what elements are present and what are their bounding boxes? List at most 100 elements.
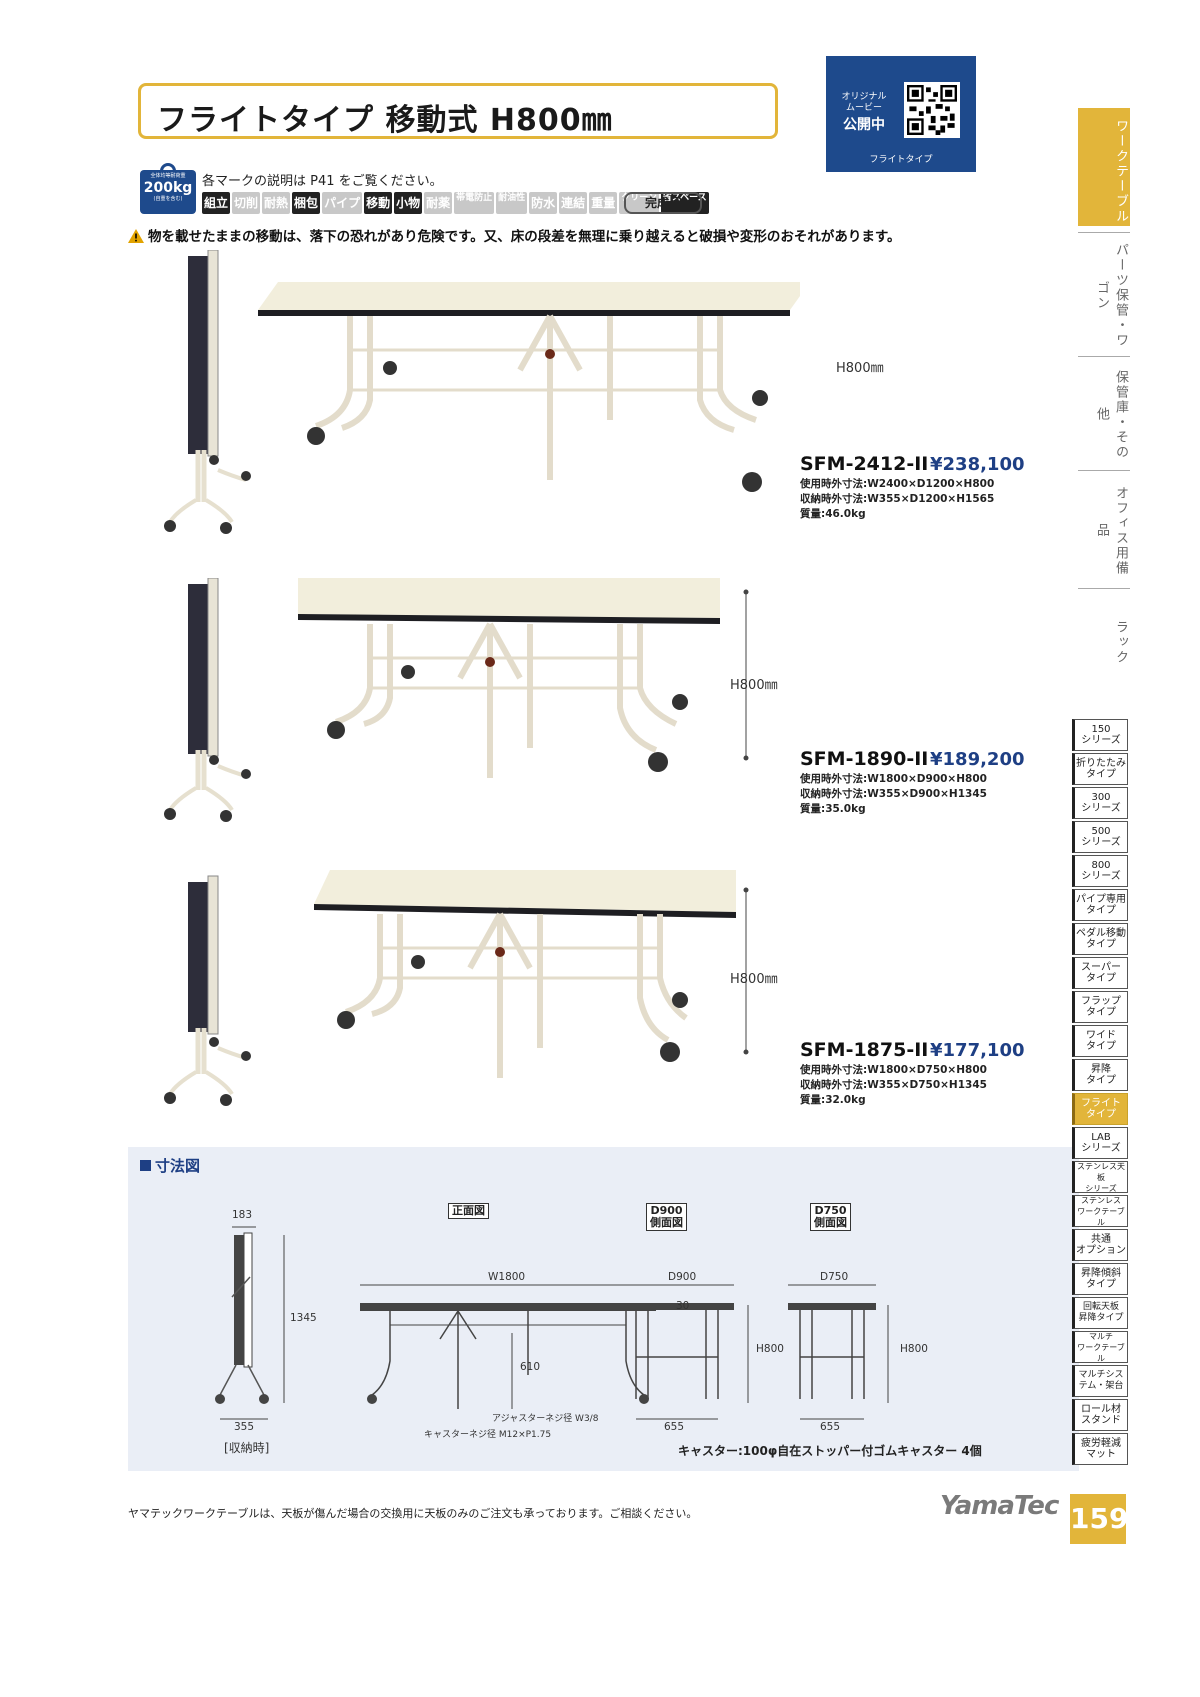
spec-store-3: 収納時外寸法:W355×D750×H1345 <box>800 1079 987 1091</box>
side2-depth-label: D750 <box>820 1271 849 1283</box>
complete-product-badge: 完成品 <box>624 192 702 214</box>
price-1: ¥238,100 <box>930 454 1025 475</box>
product-image-sfm-1890 <box>164 578 749 822</box>
weight-handle-icon <box>160 163 176 172</box>
side-view-d900-a: D900 <box>650 1204 683 1217</box>
mark-assembly: 組立 <box>202 192 231 214</box>
series-tab-pipe[interactable]: パイプ専用 タイプ <box>1072 889 1128 921</box>
side-category-office[interactable]: オフィス用備品 <box>1078 470 1130 582</box>
side-view-d900-b: 側面図 <box>650 1216 683 1229</box>
warning-icon <box>128 229 144 243</box>
mark-linkable: 連結 <box>559 192 588 214</box>
side1-height-label: H800 <box>756 1343 784 1355</box>
side-category-rack[interactable]: ラック <box>1078 588 1130 688</box>
series-tab-flight[interactable]: フライト タイプ <box>1072 1093 1128 1125</box>
adjuster-note: アジャスターネジ径 W3/8 <box>492 1414 599 1424</box>
qr-code-icon[interactable] <box>904 82 960 138</box>
mark-waterproof: 防水 <box>529 192 558 214</box>
product-image-sfm-1875 <box>164 870 749 1106</box>
adjuster-height-label: 610 <box>520 1361 541 1373</box>
series-tab-folding[interactable]: 折りたたみ タイプ <box>1072 753 1128 785</box>
load-capacity-top: 全体均等耐荷重 <box>150 173 186 179</box>
side2-base-label: 655 <box>820 1421 841 1433</box>
spec-store-2: 収納時外寸法:W355×D900×H1345 <box>800 788 987 800</box>
series-tab-multi-worktable[interactable]: マルチ ワークテーブル <box>1072 1331 1128 1363</box>
mark-heat-resistant: 耐熱 <box>262 192 291 214</box>
series-tab-fatigue-mat[interactable]: 疲労軽減 マット <box>1072 1433 1128 1465</box>
warning-notice: 物を載せたままの移動は、落下の恐れがあり危険です。又、床の段差を無理に乗り越える… <box>128 225 901 245</box>
brand-logo: YamaTec <box>940 1491 1059 1521</box>
movie-label-line2: ムービー <box>845 103 882 113</box>
model-name-2: SFM-1890-II <box>800 748 929 770</box>
model-name-1: SFM-2412-II <box>800 453 929 475</box>
spec-3: 使用時外寸法:W1800×D750×H800 収納時外寸法:W355×D750×… <box>800 1063 987 1108</box>
series-tab-common-options[interactable]: 共通 オプション <box>1072 1229 1128 1261</box>
series-tab-150[interactable]: 150 シリーズ <box>1072 719 1128 751</box>
series-tab-super[interactable]: スーパー タイプ <box>1072 957 1128 989</box>
side-category-storage-other[interactable]: 保管庫・その他 <box>1078 356 1130 464</box>
height-label-1: H800㎜ <box>836 361 884 376</box>
series-tab-pedal[interactable]: ペダル移動 タイプ <box>1072 923 1128 955</box>
series-tab-roll-stand[interactable]: ロール材 スタンド <box>1072 1399 1128 1431</box>
mark-antistatic: 帯電防止 <box>454 192 495 214</box>
load-capacity-badge: 全体均等耐荷重 200kg (自重を含む) <box>140 163 196 214</box>
title-box: フライトタイプ 移動式 H800㎜ <box>138 83 778 139</box>
caster-thread-note: キャスターネジ径 M12×P1.75 <box>424 1430 552 1440</box>
series-tab-rotating-top[interactable]: 回転天板 昇降タイプ <box>1072 1297 1128 1329</box>
series-tab-lab[interactable]: LAB シリーズ <box>1072 1127 1128 1159</box>
series-tab-stainless-top[interactable]: ステンレス天板 シリーズ <box>1072 1161 1128 1193</box>
height-label-3: H800㎜ <box>730 972 778 987</box>
footer-note: ヤマテックワークテーブルは、天板が傷んだ場合の交換用に天板のみのご注文も承ってお… <box>128 1507 698 1520</box>
side-category-worktable[interactable]: ワークテーブル <box>1078 108 1130 226</box>
height-label-2: H800㎜ <box>730 678 778 693</box>
mass-3: 質量:32.0kg <box>800 1094 866 1106</box>
fold-caption: [収納時] <box>224 1441 270 1455</box>
mark-cutting: 切削 <box>232 192 261 214</box>
series-tab-flap[interactable]: フラップ タイプ <box>1072 991 1128 1023</box>
side-category-parts-storage[interactable]: パーツ保管・ワゴン <box>1078 232 1130 350</box>
movie-qr-block[interactable]: オリジナル ムービー 公開中 フライトタイプ <box>826 56 976 172</box>
qr-code-graphic <box>907 85 957 135</box>
spec-store-1: 収納時外寸法:W355×D1200×H1565 <box>800 493 995 505</box>
series-tab-wide[interactable]: ワイド タイプ <box>1072 1025 1128 1057</box>
mark-pipe: パイプ <box>322 192 363 214</box>
dimension-drawings: 寸法図 183 1345 355 [収納時] 正面図 W1800 30 <box>128 1147 1079 1471</box>
fold-base-label: 355 <box>234 1421 255 1433</box>
series-tab-500[interactable]: 500 シリーズ <box>1072 821 1128 853</box>
side2-height-label: H800 <box>900 1343 928 1355</box>
series-tab-800[interactable]: 800 シリーズ <box>1072 855 1128 887</box>
side-view-d900-label: D900 側面図 <box>646 1203 687 1231</box>
dimension-title-text: 寸法図 <box>155 1157 201 1175</box>
page-number: 159 <box>1070 1494 1128 1544</box>
warning-text: 物を載せたままの移動は、落下の恐れがあり危険です。又、床の段差を無理に乗り越える… <box>148 229 901 245</box>
fold-height-label: 1345 <box>290 1312 317 1324</box>
series-tab-300[interactable]: 300 シリーズ <box>1072 787 1128 819</box>
top-thickness-label: 30 <box>676 1300 690 1312</box>
mark-chemical-resistant: 耐薬 <box>424 192 453 214</box>
front-view-label: 正面図 <box>448 1203 489 1219</box>
dimension-title: 寸法図 <box>140 1155 200 1176</box>
side1-base-label: 655 <box>664 1421 685 1433</box>
spec-2: 使用時外寸法:W1800×D900×H800 収納時外寸法:W355×D900×… <box>800 772 987 817</box>
mass-2: 質量:35.0kg <box>800 803 866 815</box>
product-image-sfm-2412 <box>164 250 800 534</box>
movie-label: オリジナル ムービー 公開中 <box>836 92 892 134</box>
load-capacity-sub: (自重を含む) <box>153 196 183 202</box>
mark-heavy-duty: 重量 <box>589 192 618 214</box>
front-width-label: W1800 <box>488 1271 526 1283</box>
side1-depth-label: D900 <box>668 1271 697 1283</box>
side-view-d750-a: D750 <box>814 1204 847 1217</box>
mark-small-items: 小物 <box>394 192 423 214</box>
series-tab-lift[interactable]: 昇降 タイプ <box>1072 1059 1128 1091</box>
series-tab-lift-tilt[interactable]: 昇降傾斜 タイプ <box>1072 1263 1128 1295</box>
series-tab-stainless-worktable[interactable]: ステンレス ワークテーブル <box>1072 1195 1128 1227</box>
movie-label-line3: 公開中 <box>843 117 885 133</box>
price-3: ¥177,100 <box>930 1040 1025 1061</box>
mark-oil-resistant: 耐油性 <box>496 192 528 214</box>
movie-label-line1: オリジナル <box>841 92 887 102</box>
mass-1: 質量:46.0kg <box>800 508 866 520</box>
model-name-3: SFM-1875-II <box>800 1039 929 1061</box>
caster-note: キャスター:100φ自在ストッパー付ゴムキャスター 4個 <box>678 1444 982 1458</box>
side-view-d750-label: D750 側面図 <box>810 1203 851 1231</box>
series-tab-multi-system[interactable]: マルチシス テム・架台 <box>1072 1365 1128 1397</box>
